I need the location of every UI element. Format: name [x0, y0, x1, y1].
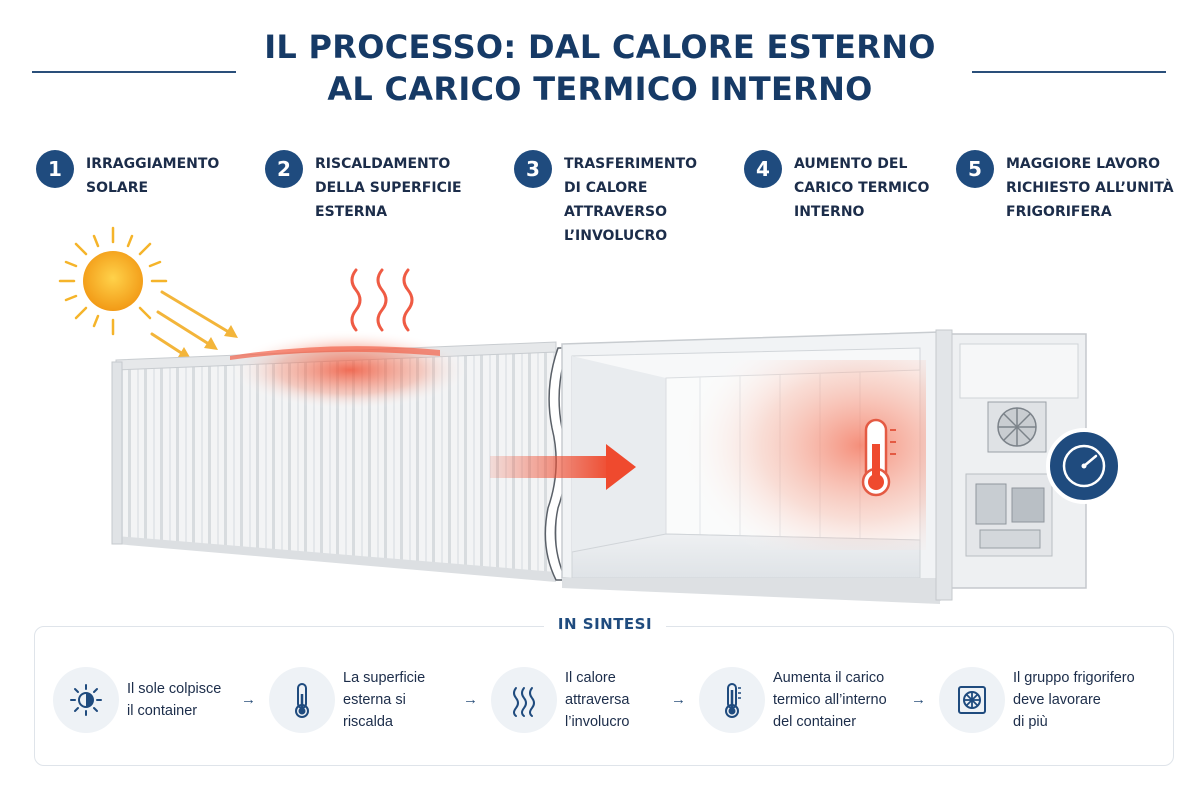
summary-text: La superficie esterna si riscalda: [343, 667, 425, 733]
step-label-line: SOLARE: [86, 180, 149, 196]
summary-item-5: Il gruppo frigorifero deve lavorare di p…: [939, 667, 1135, 733]
summary-panel: IN SINTESI Il sole colpisce il container…: [34, 615, 1174, 766]
summary-text-line: riscalda: [343, 714, 393, 730]
thermometer-icon: [269, 667, 335, 733]
summary-item-3: Il calore attraversa l’involucro: [491, 667, 629, 733]
step-label: TRASFERIMENTO DI CALORE ATTRAVERSO L’INV…: [564, 152, 697, 248]
step-label: RISCALDAMENTO DELLA SUPERFICIE ESTERNA: [315, 152, 462, 224]
summary-text-line: attraversa: [565, 692, 630, 708]
step-4: 4 AUMENTO DEL CARICO TERMICO INTERNO: [744, 150, 929, 224]
step-label-line: FRIGORIFERA: [1006, 204, 1112, 220]
interior-thermometer: [861, 418, 896, 497]
step-label-line: L’INVOLUCRO: [564, 228, 668, 244]
arrow-right-icon: →: [911, 691, 926, 708]
summary-text: Il gruppo frigorifero deve lavorare di p…: [1013, 667, 1135, 733]
title-line-1: IL PROCESSO: DAL CALORE ESTERNO: [264, 28, 936, 66]
step-label-line: ESTERNA: [315, 204, 388, 220]
step-label-line: RISCALDAMENTO: [315, 156, 451, 172]
heat-waves-icon: [491, 667, 557, 733]
summary-text-line: di più: [1013, 714, 1048, 730]
step-2: 2 RISCALDAMENTO DELLA SUPERFICIE ESTERNA: [265, 150, 462, 224]
step-label-line: CARICO TERMICO: [794, 180, 930, 196]
summary-text-line: Il calore: [565, 670, 616, 686]
step-1: 1 IRRAGGIAMENTO SOLARE: [36, 150, 219, 200]
step-label: AUMENTO DEL CARICO TERMICO INTERNO: [794, 152, 929, 224]
heat-transfer-arrow: [490, 444, 636, 490]
title-line-2: AL CARICO TERMICO INTERNO: [327, 70, 873, 108]
step-5: 5 MAGGIORE LAVORO RICHIESTO ALL’UNITÀ FR…: [956, 150, 1174, 224]
step-label-line: ATTRAVERSO: [564, 204, 667, 220]
summary-heading: IN SINTESI: [35, 615, 1175, 634]
step-label-line: DELLA SUPERFICIE: [315, 180, 462, 196]
gauge-icon: [1046, 428, 1122, 504]
step-label-line: DI CALORE: [564, 180, 648, 196]
step-label-line: RICHIESTO ALL’UNITÀ: [1006, 180, 1174, 196]
summary-item-1: Il sole colpisce il container: [53, 667, 221, 733]
summary-item-4: Aumenta il carico termico all’interno de…: [699, 667, 887, 733]
summary-text-line: Il gruppo frigorifero: [1013, 670, 1135, 686]
page-title: IL PROCESSO: DAL CALORE ESTERNO AL CARIC…: [230, 26, 970, 110]
heat-waves: [350, 268, 414, 332]
arrow-right-icon: →: [241, 691, 256, 708]
container-interior: [561, 331, 941, 604]
summary-text-line: l’involucro: [565, 714, 630, 730]
step-label-line: INTERNO: [794, 204, 865, 220]
summary-text-line: Aumenta il carico: [773, 670, 885, 686]
sun-icon: [53, 667, 119, 733]
summary-item-2: La superficie esterna si riscalda: [269, 667, 425, 733]
arrow-right-icon: →: [671, 691, 686, 708]
step-number: 4: [744, 150, 782, 188]
thermometer-icon: [699, 667, 765, 733]
summary-title-text: IN SINTESI: [543, 615, 667, 633]
step-label: MAGGIORE LAVORO RICHIESTO ALL’UNITÀ FRIG…: [1006, 152, 1174, 224]
summary-text-line: esterna si: [343, 692, 406, 708]
step-label-line: IRRAGGIAMENTO: [86, 156, 220, 172]
step-label: IRRAGGIAMENTO SOLARE: [86, 152, 219, 200]
step-number: 5: [956, 150, 994, 188]
container-exterior: [111, 330, 557, 582]
summary-text-line: Il sole colpisce: [127, 681, 222, 697]
step-label-line: MAGGIORE LAVORO: [1006, 156, 1161, 172]
refrigeration-unit-icon: [939, 667, 1005, 733]
step-label-line: TRASFERIMENTO: [564, 156, 698, 172]
step-number: 2: [265, 150, 303, 188]
title-rule-right: [972, 71, 1166, 73]
title-rule-left: [32, 71, 236, 73]
summary-text-line: del container: [773, 714, 857, 730]
summary-text: Aumenta il carico termico all’interno de…: [773, 667, 887, 733]
step-3: 3 TRASFERIMENTO DI CALORE ATTRAVERSO L’I…: [514, 150, 697, 248]
step-label-line: AUMENTO DEL: [794, 156, 908, 172]
summary-text: Il sole colpisce il container: [127, 678, 221, 722]
arrow-right-icon: →: [463, 691, 478, 708]
summary-text-line: il container: [127, 703, 198, 719]
step-number: 3: [514, 150, 552, 188]
summary-text-line: La superficie: [343, 670, 426, 686]
step-number: 1: [36, 150, 74, 188]
summary-text-line: termico all’interno: [773, 692, 887, 708]
summary-text-line: deve lavorare: [1013, 692, 1101, 708]
container-illustration: [58, 226, 1122, 604]
summary-text: Il calore attraversa l’involucro: [565, 667, 629, 733]
sun-illustration: [58, 226, 238, 359]
